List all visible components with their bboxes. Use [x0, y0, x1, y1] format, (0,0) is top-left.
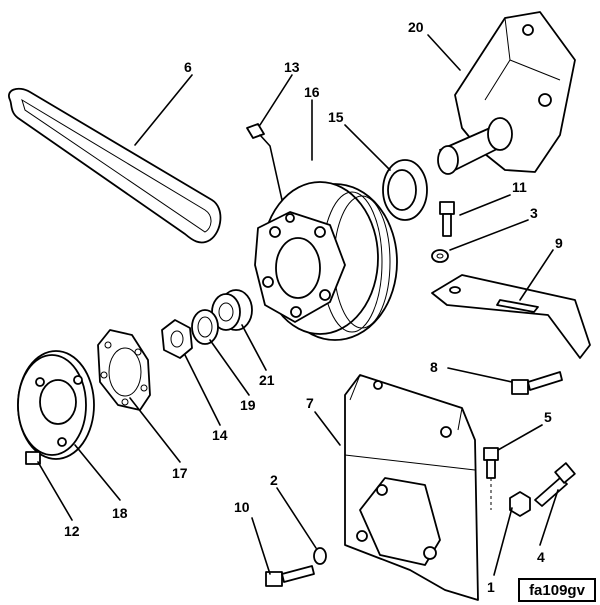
- callout-19: 19: [240, 397, 256, 413]
- callout-3: 3: [530, 205, 538, 221]
- long-bolt: [265, 565, 315, 587]
- callout-16: 16: [304, 84, 320, 100]
- drive-belt: [8, 87, 222, 244]
- callout-5: 5: [544, 409, 552, 425]
- callout-9: 9: [555, 235, 563, 251]
- callout-1: 1: [487, 579, 495, 595]
- pulley-housing: [344, 374, 479, 601]
- callout-14: 14: [212, 427, 228, 443]
- adjuster-nut: [509, 491, 531, 517]
- callout-10: 10: [234, 499, 250, 515]
- hub-nut: [161, 319, 193, 359]
- callout-15: 15: [328, 109, 344, 125]
- gasket: [97, 329, 151, 411]
- figure-reference-label: fa109gv: [518, 578, 596, 602]
- callout-12: 12: [64, 523, 80, 539]
- fan-pulley: [254, 181, 398, 341]
- bolt-washer: [431, 249, 449, 263]
- callout-21: 21: [259, 372, 275, 388]
- spring-washer: [313, 547, 327, 565]
- callout-4: 4: [537, 549, 545, 565]
- callout-18: 18: [112, 505, 128, 521]
- callout-13: 13: [284, 59, 300, 75]
- grease-nipple: [246, 123, 283, 201]
- bearing: [211, 289, 253, 331]
- housing-bolt: [483, 447, 499, 510]
- mounting-plate: [431, 274, 591, 359]
- leader-lines: [37, 34, 559, 576]
- spacer-ring: [191, 309, 219, 345]
- callout-2: 2: [270, 472, 278, 488]
- callout-7: 7: [306, 395, 314, 411]
- callout-8: 8: [430, 359, 438, 375]
- cover-screw: [25, 451, 41, 465]
- plate-bolt: [511, 371, 563, 395]
- pulley-shaft-bracket: [437, 11, 576, 175]
- callout-11: 11: [512, 179, 527, 195]
- callout-17: 17: [172, 465, 188, 481]
- cover-plate: [17, 350, 95, 460]
- oil-seal: [382, 159, 428, 221]
- callout-20: 20: [408, 19, 424, 35]
- bracket-bolt: [439, 201, 455, 237]
- adjusting-bolt: [534, 462, 576, 507]
- callout-6: 6: [184, 59, 192, 75]
